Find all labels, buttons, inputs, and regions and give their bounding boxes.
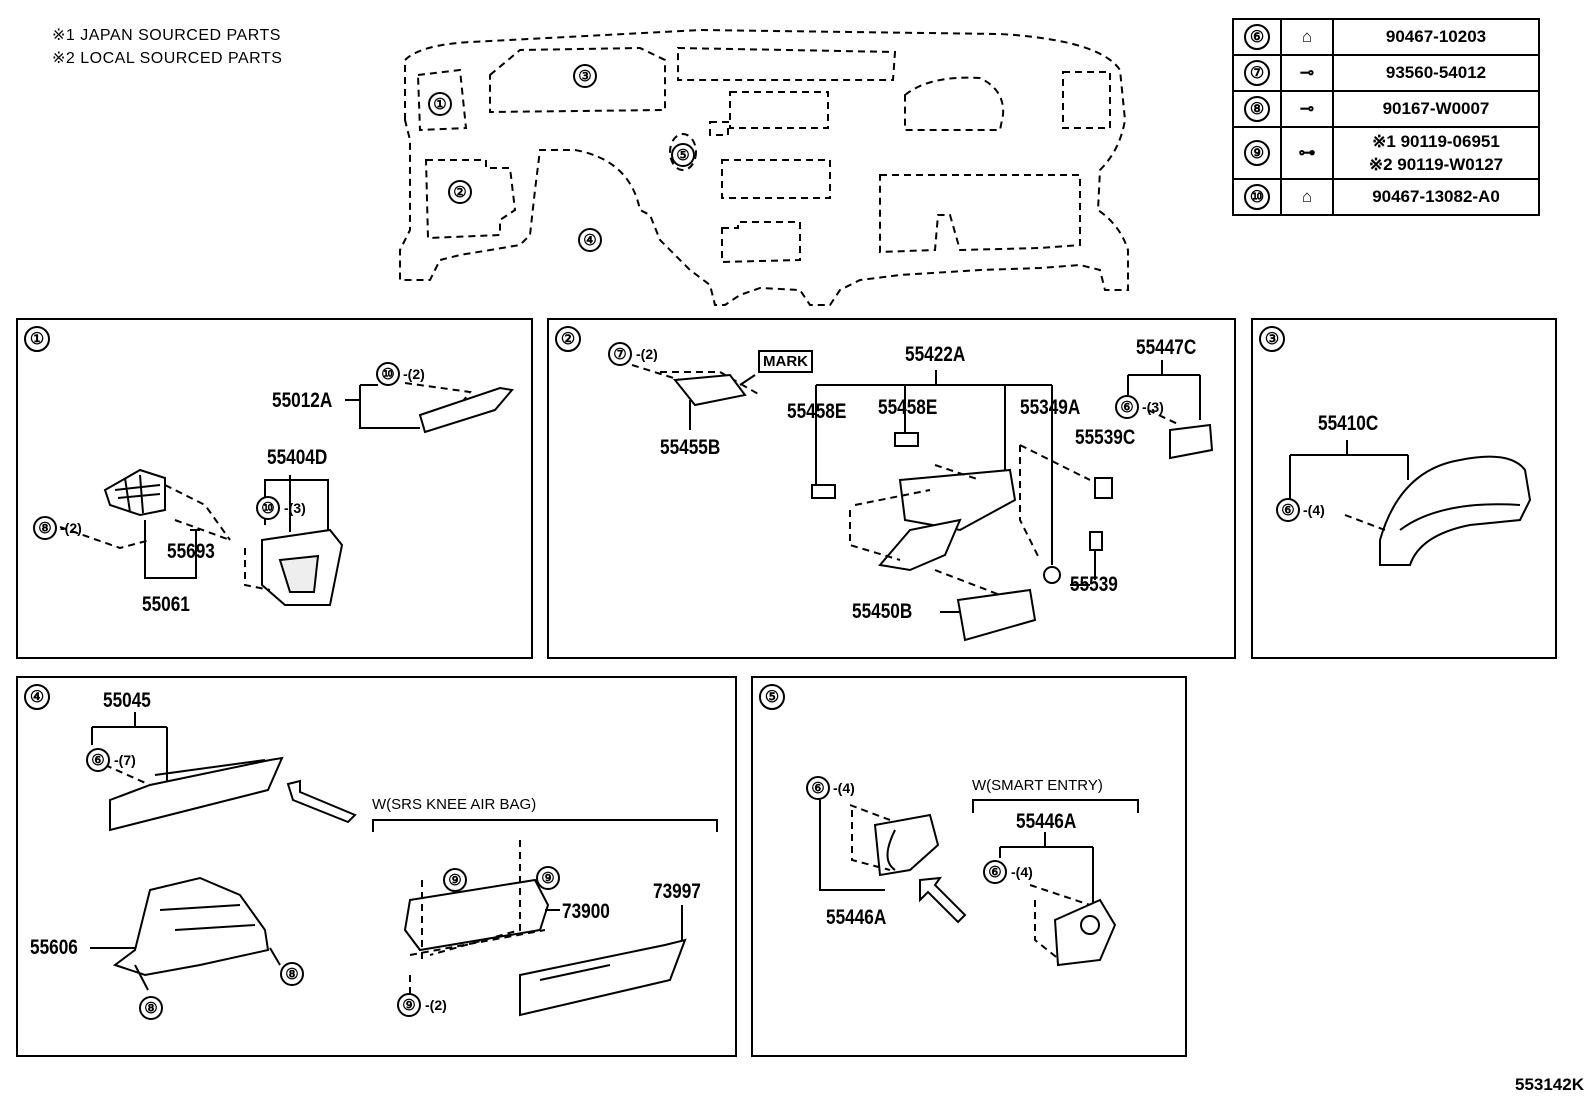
quantity: -(2) (403, 366, 425, 382)
note-local: ※2 LOCAL SOURCED PARTS (52, 50, 283, 67)
fastener-ref: ⑧ (1244, 96, 1270, 122)
panel-number: ② (555, 326, 581, 352)
fastener-callout: ⑥ (1115, 395, 1139, 419)
panel1-lines (59, 382, 514, 606)
quantity: -(3) (1142, 399, 1164, 415)
quantity: -(4) (1303, 502, 1325, 518)
condition-label: W(SMART ENTRY) (972, 777, 1103, 794)
fastener-callout: ⑩ (376, 362, 400, 386)
screw-icon: ⊸ (1299, 99, 1315, 118)
fastener-ref: ⑦ (1244, 60, 1270, 86)
fastener-callout: ⑦ (608, 342, 632, 366)
fastener-callout: ⑥ (806, 776, 830, 800)
quantity: -(3) (284, 500, 306, 516)
zone-4-callout: ④ (578, 228, 602, 252)
fastener-callout: ⑨ (397, 993, 421, 1017)
fastener-callout: ⑥ (86, 748, 110, 772)
quantity: -(2) (636, 346, 658, 362)
quantity: -(2) (425, 997, 447, 1013)
part-label: 55012A (272, 389, 333, 412)
fastener-ref: ⑨ (1244, 140, 1270, 166)
panel2-lines (631, 360, 1214, 642)
fastener-table: ⑥ ⌂ 90467-10203 ⑦ ⊸ 93560-54012 ⑧ ⊸ 9016… (1232, 18, 1540, 216)
condition-label: W(SRS KNEE AIR BAG) (372, 796, 537, 813)
part-label: 55045 (103, 689, 151, 712)
panel3-lines (1289, 440, 1532, 566)
fastener-ref: ⑥ (1244, 24, 1270, 50)
fastener-row: ⑥ ⌂ 90467-10203 (1232, 18, 1540, 56)
part-label: 55539C (1075, 426, 1136, 449)
fastener-part-number: 90167-W0007 (1332, 90, 1540, 128)
part-label: 55450B (852, 600, 913, 623)
fastener-part-number: 93560-54012 (1332, 54, 1540, 92)
part-label: 55606 (30, 936, 78, 959)
part-label: 55447C (1136, 336, 1197, 359)
part-label: 55458E (787, 400, 847, 423)
panel-number: ① (24, 326, 50, 352)
fastener-part-number: 90467-13082-A0 (1332, 178, 1540, 216)
fastener-callout: ⑥ (1276, 498, 1300, 522)
part-label: 55410C (1318, 412, 1379, 435)
fastener-part-number: ※2 90119-W0127 (1368, 155, 1504, 174)
panel-3: ③ (1251, 318, 1557, 659)
quantity: -(4) (1011, 864, 1033, 880)
dashboard-overview-outline (399, 28, 1129, 306)
diagram-code: 553142K (1514, 1075, 1584, 1094)
fastener-callout: ⑩ (256, 496, 280, 520)
fastener-part-number: ※1 90119-06951 (1372, 132, 1500, 151)
part-label: 73997 (653, 880, 701, 903)
quantity: -(7) (114, 752, 136, 768)
zone-1-callout: ① (428, 92, 452, 116)
fastener-part-number: 90467-10203 (1332, 18, 1540, 56)
mark-label: MARK (758, 350, 813, 373)
fastener-row: ⑩ ⌂ 90467-13082-A0 (1232, 178, 1540, 216)
part-label: 55446A (826, 906, 887, 929)
panel-5: ⑤ (751, 676, 1187, 1057)
fastener-row: ⑨ ⊶ ※1 90119-06951 ※2 90119-W0127 (1232, 126, 1540, 180)
fastener-callout: ⑧ (139, 996, 163, 1020)
quantity: -(4) (833, 780, 855, 796)
part-label: 55458E (878, 396, 938, 419)
panel-number: ⑤ (759, 684, 785, 710)
fastener-row: ⑧ ⊸ 90167-W0007 (1232, 90, 1540, 128)
part-label: 55446A (1016, 810, 1077, 833)
quantity: -(2) (60, 520, 82, 536)
clip-icon: ⌂ (1301, 187, 1313, 206)
part-label: 55422A (905, 343, 966, 366)
part-label: 73900 (562, 900, 610, 923)
fastener-callout: ⑥ (983, 860, 1007, 884)
panel-4: ④ (16, 676, 737, 1057)
note-japan: ※1 JAPAN SOURCED PARTS (52, 27, 281, 44)
sourcing-notes: ※1 JAPAN SOURCED PARTS ※2 LOCAL SOURCED … (52, 24, 282, 70)
fastener-ref: ⑩ (1244, 184, 1270, 210)
fastener-callout: ⑨ (443, 868, 467, 892)
part-label: 55693 (167, 540, 215, 563)
clip-icon: ⌂ (1301, 27, 1313, 46)
panel-1: ① (16, 318, 533, 659)
part-label: 55404D (267, 446, 328, 469)
fastener-callout: ⑧ (280, 962, 304, 986)
panel5-lines (817, 794, 1139, 967)
fastener-callout: ⑨ (536, 866, 560, 890)
part-label: 55061 (142, 593, 190, 616)
bolt-icon: ⊶ (1298, 143, 1316, 162)
zone-3-callout: ③ (573, 64, 597, 88)
panel4-lines (90, 712, 718, 1017)
fastener-row: ⑦ ⊸ 93560-54012 (1232, 54, 1540, 92)
fastener-callout: ⑧ (33, 516, 57, 540)
panel-number: ④ (24, 684, 50, 710)
part-label: 55349A (1020, 396, 1081, 419)
part-label: 55455B (660, 436, 721, 459)
part-label: 55539 (1070, 573, 1118, 596)
panel-number: ③ (1259, 326, 1285, 352)
screw-icon: ⊸ (1299, 63, 1315, 82)
zone-5-callout: ⑤ (671, 143, 695, 167)
zone-2-callout: ② (448, 180, 472, 204)
panel-2: ② (547, 318, 1236, 659)
